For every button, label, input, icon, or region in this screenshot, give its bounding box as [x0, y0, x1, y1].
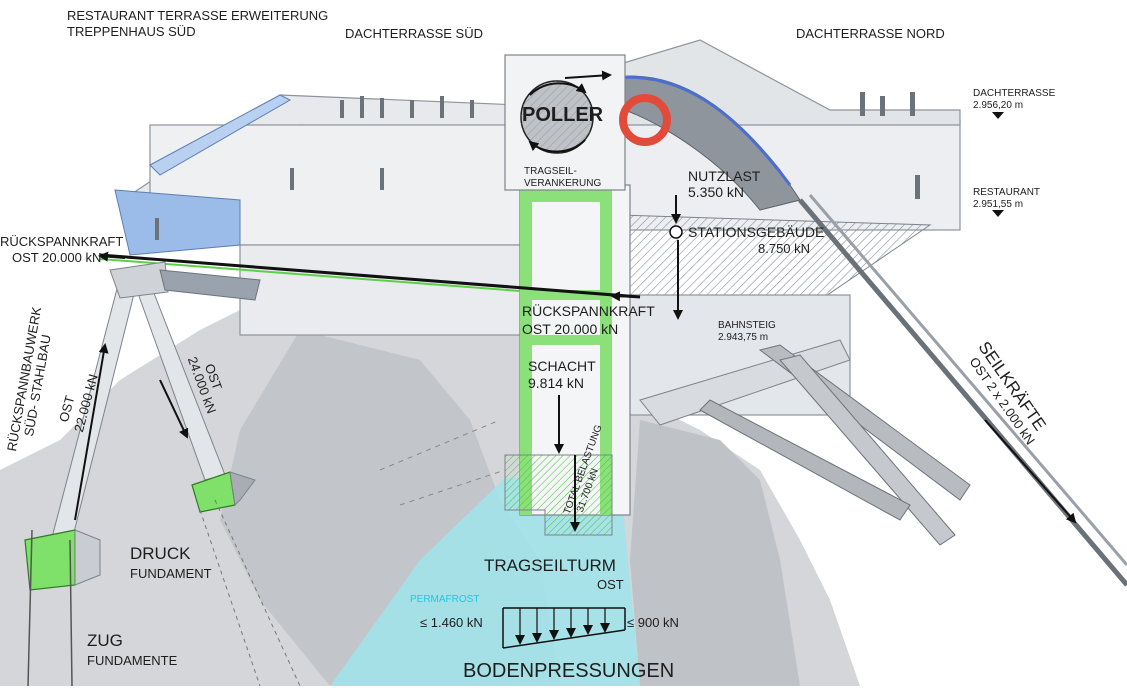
- arrow-rueckspann-mid: [610, 291, 641, 302]
- zug-anchor-4: [214, 499, 301, 687]
- header-restaurant-line1: RESTAURANT TERRASSE ERWEITERUNG: [67, 8, 329, 23]
- rock-right-face: [630, 420, 800, 686]
- level-restaurant-label: RESTAURANT: [973, 187, 1041, 198]
- support-strut-3: [699, 399, 911, 521]
- permafrost-label: PERMAFROST: [410, 594, 480, 605]
- people-silhouettes: [155, 92, 920, 240]
- level-restaurant-value: 2.951,55 m: [973, 199, 1024, 210]
- zug-anchor-2: [69, 539, 73, 687]
- schacht-value: 9.814 kN: [528, 375, 585, 391]
- cable-rueckspann: [99, 253, 641, 299]
- zug-label: ZUG: [87, 631, 123, 650]
- tragseilturm-sub: OST: [597, 577, 624, 592]
- nutzlast-label: NUTZLAST: [688, 168, 761, 184]
- backstay-beam: [159, 269, 261, 301]
- tower-green-band-3: [520, 335, 612, 345]
- cable-track-blue: [614, 75, 792, 186]
- pressure-diagram: [502, 607, 626, 649]
- rueckspann-ost-value: OST 20.000 kN: [12, 250, 102, 265]
- arrow-rueckspann-ost: [98, 251, 126, 262]
- druck-label: DRUCK: [130, 544, 191, 563]
- tower-green-left: [520, 185, 532, 515]
- level-dachterrasse-label: DACHTERRASSE: [973, 88, 1056, 99]
- tower-foot-hatch: [504, 454, 613, 536]
- druck-fundament-side: [74, 529, 101, 586]
- bodenpressungen-label: BODENPRESSUNGEN: [463, 660, 675, 682]
- poller-arrow-bottom: [528, 139, 586, 153]
- level-bahnsteig-value: 2.943,75 m: [718, 332, 769, 343]
- tragseilturm-label: TRAGSEILTURM: [484, 556, 616, 575]
- glass-facade-roof: [149, 94, 292, 176]
- level-dachterrasse-value: 2.956,20 m: [973, 100, 1024, 111]
- rueckspann-mid-label: RÜCKSPANNKRAFT: [522, 303, 655, 319]
- tower-green-right: [600, 185, 612, 515]
- station-upper-block: [619, 119, 961, 231]
- zug-sub: FUNDAMENTE: [87, 653, 178, 668]
- schacht-label: SCHACHT: [528, 358, 596, 374]
- cable-rueckspann-green: [99, 258, 521, 292]
- support-strut-2: [779, 354, 956, 546]
- poller-arrow-top: [529, 82, 587, 96]
- zug-anchor-3: [199, 509, 261, 687]
- pressure-left: ≤ 1.460 kN: [420, 615, 483, 630]
- arrow-seilkraefte: [984, 419, 1077, 524]
- poller-wheel-red: [619, 94, 671, 146]
- dashed-line-2: [399, 469, 506, 506]
- zug-anchor-1: [27, 529, 33, 687]
- stationsgebaeude-label: STATIONSGEBÄUDE: [688, 224, 825, 240]
- dashed-line-1: [379, 419, 501, 471]
- poller-label: POLLER: [522, 104, 604, 126]
- tragseil-line2: VERANKERUNG: [524, 178, 602, 189]
- backstay-head: [109, 261, 169, 299]
- poller-hatch: [521, 81, 593, 153]
- glass-facade-left: [114, 189, 241, 256]
- druck-sub: FUNDAMENT: [130, 566, 212, 581]
- level-bahnsteig-label: BAHNSTEIG: [718, 320, 776, 331]
- arrow-seil-entry: [564, 70, 612, 81]
- load-point-marker: [669, 225, 683, 239]
- nutzlast-value: 5.350 kN: [688, 184, 745, 200]
- arrow-ost-22000: [74, 343, 109, 521]
- tower-green-band-2: [520, 290, 612, 300]
- level-marker-restaurant: [992, 210, 1004, 217]
- header-dachterrasse-nord: DACHTERRASSE NORD: [796, 26, 945, 41]
- header-restaurant-line2: TREPPENHAUS SÜD: [67, 24, 196, 39]
- pressure-right: ≤ 900 kN: [627, 615, 679, 630]
- cable-seil-2: [808, 194, 1127, 566]
- header-dachterrasse-sued: DACHTERRASSE SÜD: [345, 26, 483, 41]
- building-lower-floor: [239, 244, 521, 336]
- stationsgebaeude-value: 8.750 kN: [758, 241, 811, 256]
- tower-green-band-1: [520, 190, 612, 202]
- arrow-ost-24000: [159, 379, 189, 439]
- fundament-east-side: [229, 471, 256, 507]
- tragseil-line1: TRAGSEIL-: [524, 166, 577, 177]
- rueckspann-mid-value: OST 20.000 kN: [522, 321, 619, 337]
- rueckspann-ost-label: RÜCKSPANNKRAFT: [0, 234, 124, 249]
- level-marker-dachterrasse: [992, 112, 1004, 119]
